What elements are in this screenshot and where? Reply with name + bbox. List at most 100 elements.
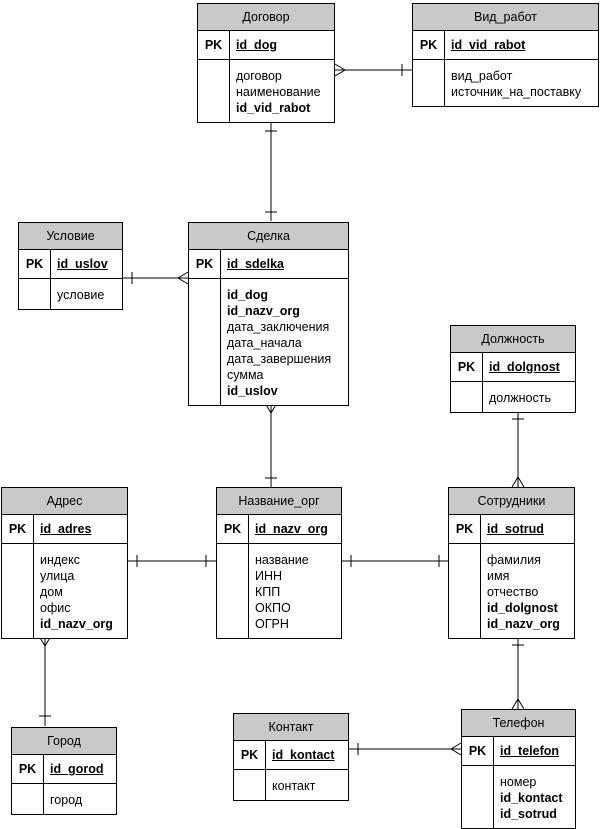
attribute-section: номер id_kontact id_sotrud (462, 766, 575, 828)
attribute: индекс (40, 553, 80, 567)
attribute: ОГРН (255, 617, 289, 631)
attribute: дата_завершения (227, 352, 332, 366)
entity-nazvanie-org: Название_орг PK id_nazv_org название ИНН… (216, 487, 342, 639)
attribute: вид_работ (451, 69, 513, 83)
attribute-list: условие (51, 279, 110, 309)
pk-field: id_vid_rabot (451, 38, 526, 52)
attribute-section: вид_работ источник_на_поставку (413, 60, 598, 106)
pk-field: id_nazv_org (255, 522, 328, 536)
attribute-section: фамилия имя отчество id_dolgnost id_nazv… (449, 544, 574, 638)
entity-title: Договор (198, 4, 334, 31)
rel-uslovie-sdelka (123, 271, 189, 285)
attribute-section: город (12, 784, 116, 814)
rel-nazv-org-sotrudniki (342, 555, 448, 567)
pk-field: id_uslov (57, 257, 108, 271)
attribute-fk: id_dog (227, 288, 268, 302)
rel-dolzhnost-sotrudniki (511, 410, 525, 488)
pk-row: PK id_dog (198, 31, 334, 60)
entity-uslovie: Условие PK id_uslov условие (18, 222, 123, 310)
key-gutter (189, 279, 221, 405)
pk-label: PK (449, 515, 481, 543)
pk-row: PK id_nazv_org (217, 515, 341, 544)
pk-row: PK id_gorod (12, 755, 116, 784)
pk-field: id_adres (40, 522, 92, 536)
attribute-list: контакт (266, 770, 321, 800)
key-gutter (198, 60, 230, 122)
entity-title: Адрес (2, 488, 127, 515)
attribute: улица (40, 569, 75, 583)
attribute: договор (236, 69, 282, 83)
pk-label: PK (217, 515, 249, 543)
attribute: номер (500, 775, 537, 789)
entity-dogovor: Договор PK id_dog договор наименование i… (197, 3, 335, 123)
attribute: условие (57, 288, 105, 302)
attribute: город (50, 793, 83, 807)
attribute: имя (487, 569, 510, 583)
key-gutter (462, 766, 494, 828)
attribute-fk: id_dolgnost (487, 601, 558, 615)
entity-title: Телефон (462, 710, 575, 737)
pk-label: PK (413, 31, 445, 59)
attribute-list: должность (483, 382, 557, 412)
attribute: ОКПО (255, 601, 291, 615)
attribute: КПП (255, 585, 281, 599)
pk-field: id_gorod (50, 762, 104, 776)
rel-dogovor-sdelka (265, 120, 277, 221)
attribute-fk: id_nazv_org (227, 304, 300, 318)
pk-field: id_sdelka (227, 257, 284, 271)
entity-sdelka: Сделка PK id_sdelka id_dog id_nazv_org д… (188, 222, 349, 406)
pk-label: PK (19, 250, 51, 278)
pk-row: PK id_adres (2, 515, 127, 544)
key-gutter (449, 544, 481, 638)
attribute-fk: id_nazv_org (40, 617, 113, 631)
rel-nazv-org-sdelka (264, 402, 278, 487)
attribute-fk: id_kontact (500, 791, 563, 805)
attribute: должность (489, 391, 551, 405)
attribute-list: id_dog id_nazv_org дата_заключения дата_… (221, 279, 337, 405)
pk-label: PK (451, 353, 483, 381)
attribute: наименование (236, 85, 321, 99)
attribute: дата_заключения (227, 320, 330, 334)
key-gutter (19, 279, 51, 309)
entity-title: Условие (19, 223, 122, 250)
attribute-section: название ИНН КПП ОКПО ОГРН (217, 544, 341, 638)
entity-title: Название_орг (217, 488, 341, 515)
attribute: дом (40, 585, 63, 599)
attribute: контакт (272, 779, 316, 793)
key-gutter (217, 544, 249, 638)
rel-nazv-org-adres (128, 555, 216, 567)
attribute: дата_начала (227, 336, 302, 350)
entity-telefon: Телефон PK id_telefon номер id_kontact i… (461, 709, 576, 829)
attribute-fk: id_vid_rabot (236, 101, 311, 115)
entity-kontakt: Контакт PK id_kontact контакт (233, 713, 349, 801)
rel-gorod-adres (38, 635, 52, 726)
pk-field: id_dolgnost (489, 360, 560, 374)
key-gutter (451, 382, 483, 412)
pk-label: PK (462, 737, 494, 765)
entity-title: Контакт (234, 714, 348, 741)
attribute-fk: id_sotrud (500, 807, 557, 821)
attribute-list: фамилия имя отчество id_dolgnost id_nazv… (481, 544, 566, 638)
pk-row: PK id_sotrud (449, 515, 574, 544)
entity-title: Сотрудники (449, 488, 574, 515)
rel-vid-rabot-dogovor (334, 63, 412, 77)
attribute: фамилия (487, 553, 541, 567)
pk-row: PK id_vid_rabot (413, 31, 598, 60)
attribute-list: город (44, 784, 88, 814)
key-gutter (413, 60, 445, 106)
attribute: отчество (487, 585, 539, 599)
entity-vid-rabot: Вид_работ PK id_vid_rabot вид_работ исто… (412, 3, 599, 107)
key-gutter (12, 784, 44, 814)
pk-label: PK (2, 515, 34, 543)
attribute-list: индекс улица дом офис id_nazv_org (34, 544, 119, 638)
entity-title: Город (12, 728, 116, 755)
attribute-list: вид_работ источник_на_поставку (445, 60, 587, 106)
attribute-fk: id_nazv_org (487, 617, 560, 631)
entity-title: Должность (451, 326, 575, 353)
pk-row: PK id_uslov (19, 250, 122, 279)
attribute-section: договор наименование id_vid_rabot (198, 60, 334, 122)
attribute-fk: id_uslov (227, 384, 278, 398)
attribute-list: номер id_kontact id_sotrud (494, 766, 569, 828)
attribute: название (255, 553, 309, 567)
